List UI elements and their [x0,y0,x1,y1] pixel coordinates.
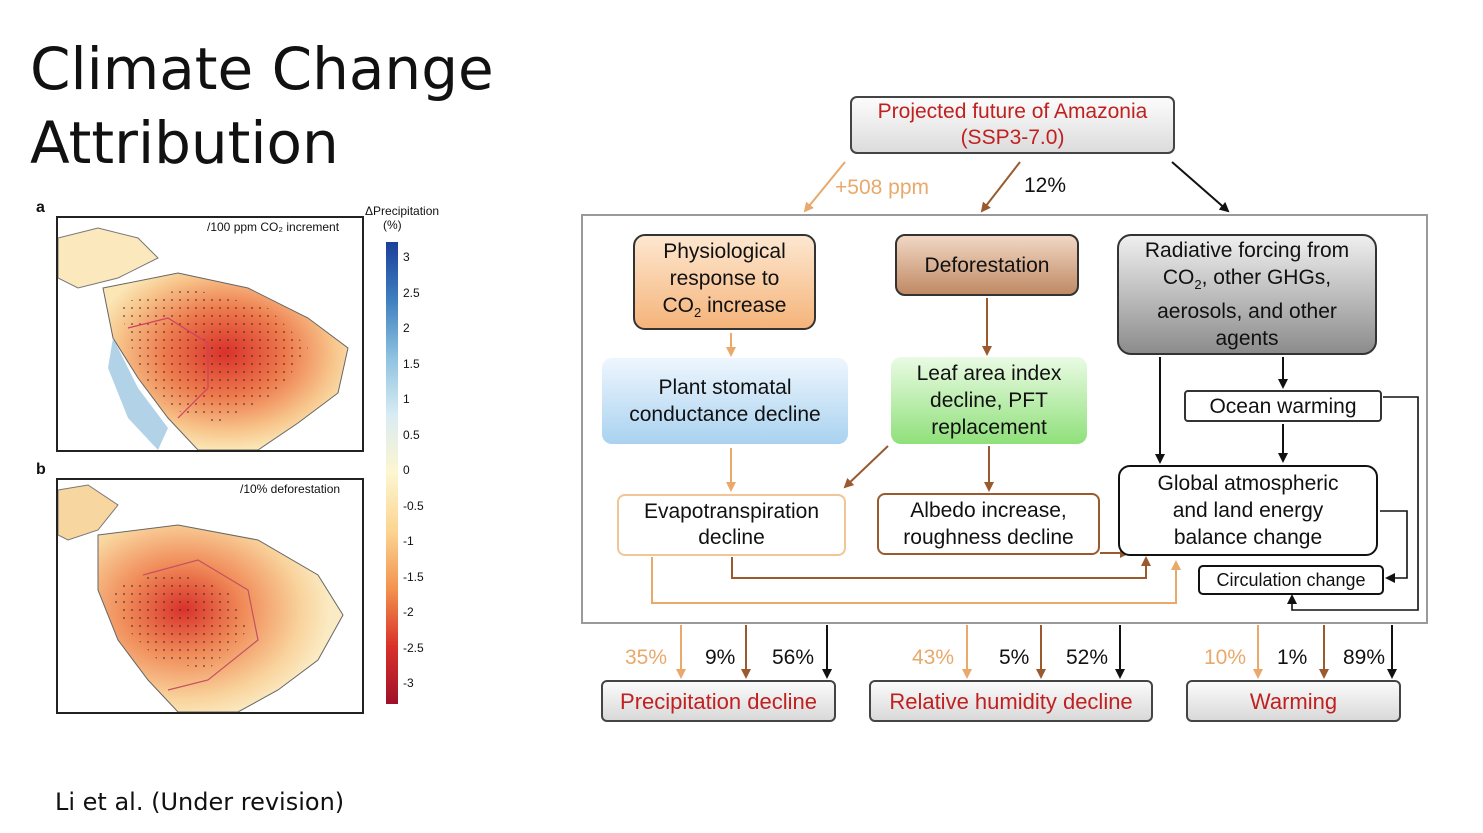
warming-pct-deforest: 1% [1277,646,1308,669]
lai-line3: replacement [931,416,1047,439]
panel-a-caption: /100 ppm CO₂ increment [205,220,342,234]
stomatal-line2: conductance decline [629,403,821,426]
evapo-line1: Evapotranspiration [643,500,820,523]
physio-line1: Physiological [663,239,786,263]
radiative-line2: CO2, other GHGs, [1162,265,1332,293]
slide-title: Climate Change Attribution [30,32,494,180]
global-line2: and land energy [1172,499,1324,522]
leaf-area-index-box: Leaf area index decline, PFT replacement [891,357,1087,444]
warming-pct-radiative: 89% [1343,646,1386,669]
colorbar-tick: 2.5 [403,285,420,300]
map-a-image [58,218,362,450]
deforestation-percent-label: 12% [1024,174,1067,197]
colorbar-tick: -1.5 [403,569,424,584]
stomatal-line1: Plant stomatal [658,376,792,399]
warming-box: Warming [1186,680,1401,722]
radiative-forcing-box: Radiative forcing from CO2, other GHGs, … [1117,234,1377,355]
diagram-frame [581,214,1428,624]
deforestation-box: Deforestation [895,234,1079,296]
physio-line2: response to [669,266,780,290]
global-line3: balance change [1173,526,1323,549]
projected-future-box: Projected future of Amazonia (SSP3-7.0) [850,96,1175,154]
map-panel-a [56,216,364,452]
colorbar-tick: 1 [403,392,410,406]
colorbar-tick: -2 [403,605,414,619]
global-energy-balance-box: Global atmospheric and land energy balan… [1118,465,1378,556]
circulation-change-box: Circulation change [1198,565,1384,595]
map-panel-b [56,478,364,714]
colorbar-title-line1: ΔPrecipitation [365,204,440,218]
colorbar-tick: 3 [403,250,410,264]
lai-line2: decline, PFT [930,389,1048,412]
colorbar-tick: 0 [403,463,410,477]
physiological-response-box: Physiological response to CO2 increase [633,234,816,330]
colorbar-tick: -3 [403,676,414,690]
panel-b-letter: b [36,461,46,478]
radiative-line1: Radiative forcing from [1144,238,1350,262]
map-b-image [58,480,362,712]
precipitation-decline-box: Precipitation decline [601,680,836,722]
colorbar-tick: 1.5 [403,356,420,371]
slide-title-line1: Climate Change [30,35,494,103]
projected-future-line2: (SSP3-7.0) [960,126,1065,149]
physio-line3: CO2 increase [662,293,787,321]
albedo-line1: Albedo increase, [910,499,1067,522]
panel-b-caption: /10% deforestation [238,482,343,496]
warming-pct-physio: 10% [1204,646,1247,669]
panel-a-letter: a [36,199,45,216]
precip-pct-radiative: 56% [772,646,815,669]
global-line1: Global atmospheric [1157,472,1339,495]
colorbar-title: ΔPrecipitation (%) [365,204,439,232]
lai-line1: Leaf area index [916,362,1062,385]
precip-pct-deforest: 9% [705,646,736,669]
colorbar [386,242,398,704]
rh-pct-radiative: 52% [1066,646,1109,669]
precip-pct-physio: 35% [625,646,668,669]
citation: Li et al. (Under revision) [55,788,345,816]
colorbar-tick: -1 [403,534,414,548]
colorbar-tick: 2 [403,321,410,335]
slide-title-line2: Attribution [30,109,339,177]
colorbar-tick: -0.5 [403,498,424,513]
colorbar-tick: -2.5 [403,640,424,655]
colorbar-title-line2: (%) [383,218,402,232]
rh-pct-deforest: 5% [999,646,1030,669]
evapotranspiration-box: Evapotranspiration decline [617,494,846,556]
colorbar-ticks: 3 2.5 2 1.5 1 0.5 0 -0.5 -1 -1.5 -2 -2.5… [403,250,424,690]
albedo-box: Albedo increase, roughness decline [877,493,1100,555]
radiative-line3: aerosols, and other [1157,300,1337,324]
relative-humidity-decline-box: Relative humidity decline [869,680,1153,722]
rh-pct-physio: 43% [912,646,955,669]
projected-future-line1: Projected future of Amazonia [877,100,1148,123]
albedo-line2: roughness decline [903,526,1074,549]
plant-stomatal-box: Plant stomatal conductance decline [602,358,848,444]
colorbar-tick: 0.5 [403,427,420,442]
evapo-line2: decline [698,526,765,549]
radiative-line4: agents [1215,327,1279,351]
co2-increase-label: +508 ppm [835,176,929,199]
ocean-warming-box: Ocean warming [1184,390,1382,422]
